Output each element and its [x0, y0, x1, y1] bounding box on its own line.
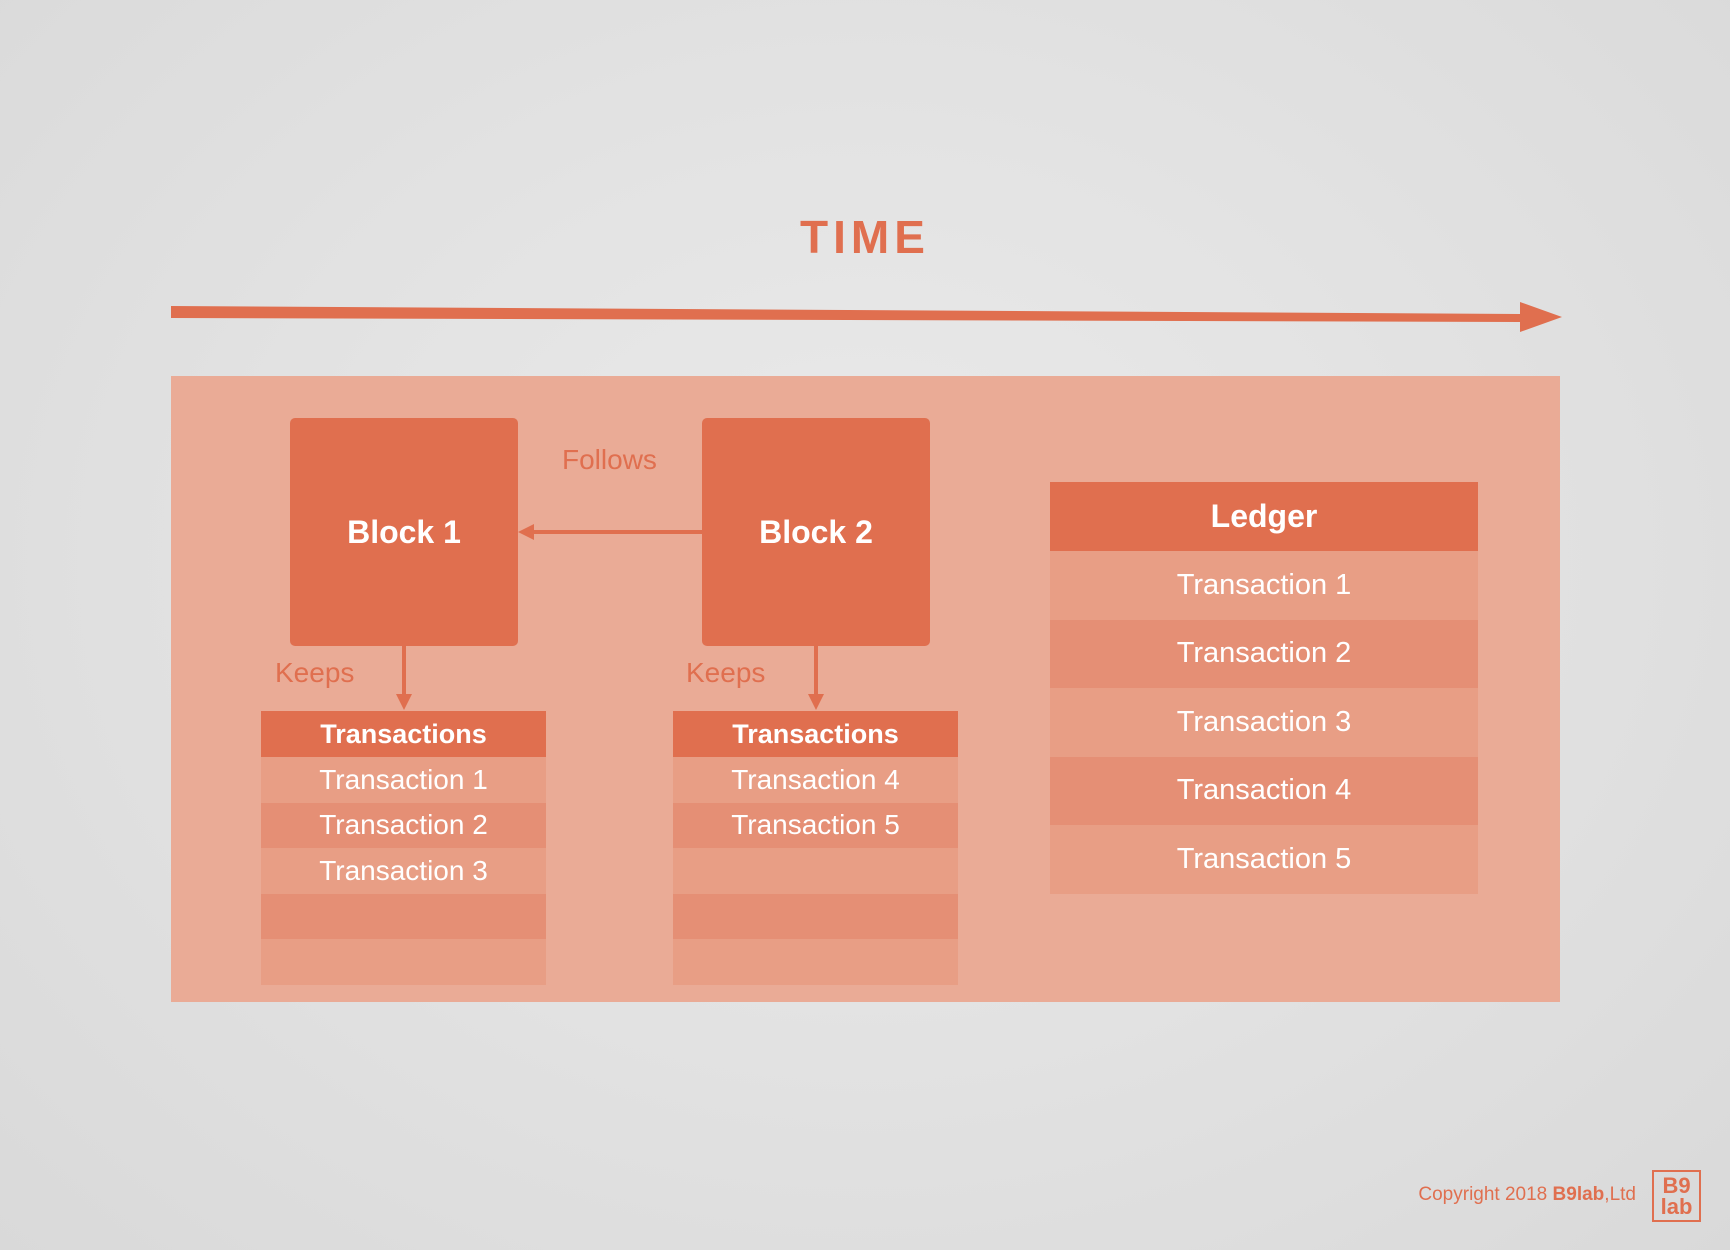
logo-line-1: B9 — [1662, 1173, 1691, 1198]
transaction-row-empty — [261, 939, 546, 985]
transaction-row-empty — [261, 893, 546, 939]
transaction-row: Transaction 1 — [261, 757, 546, 803]
transactions-header: Transactions — [261, 711, 546, 757]
logo-line-2: lab — [1660, 1194, 1693, 1219]
transactions-header: Transactions — [673, 711, 958, 757]
ledger-row: Transaction 4 — [1050, 756, 1478, 825]
transaction-row: Transaction 4 — [673, 757, 958, 803]
block-2-label: Block 2 — [759, 513, 873, 550]
ledger-row: Transaction 3 — [1050, 688, 1478, 757]
block-1-label: Block 1 — [347, 513, 461, 550]
block-1: Block 1 — [290, 418, 518, 646]
company-name: B9lab — [1552, 1184, 1605, 1205]
transaction-row-empty — [673, 848, 958, 894]
keeps-label-2: Keeps — [686, 657, 766, 688]
ledger-rows: Transaction 1 Transaction 2 Transaction … — [1050, 551, 1478, 894]
block-2-transactions-table: Transactions Transaction 4 Transaction 5 — [673, 711, 958, 985]
time-arrow-shape — [171, 302, 1562, 332]
block-2: Block 2 — [702, 418, 930, 646]
block-1-transactions-table: Transactions Transaction 1 Transaction 2… — [261, 711, 546, 985]
company-suffix: ,Ltd — [1604, 1184, 1636, 1205]
time-title: TIME — [800, 211, 930, 263]
transaction-row: Transaction 2 — [261, 802, 546, 848]
transaction-row: Transaction 5 — [673, 802, 958, 848]
ledger-header: Ledger — [1050, 482, 1478, 551]
keeps-arrow-2 — [808, 646, 824, 710]
transactions-rows: Transaction 1 Transaction 2 Transaction … — [261, 757, 546, 985]
ledger-row: Transaction 1 — [1050, 551, 1478, 620]
transactions-rows: Transaction 4 Transaction 5 — [673, 757, 958, 985]
copyright-text: Copyright 2018 B9lab,Ltd — [1418, 1184, 1636, 1206]
follows-label: Follows — [562, 444, 657, 475]
transaction-row: Transaction 3 — [261, 848, 546, 894]
follows-arrow — [518, 524, 702, 540]
copyright-prefix: Copyright 2018 — [1418, 1184, 1553, 1205]
ledger-row: Transaction 5 — [1050, 825, 1478, 894]
keeps-arrow-1 — [396, 646, 412, 710]
ledger-table: Ledger Transaction 1 Transaction 2 Trans… — [1050, 482, 1478, 894]
keeps-label-1: Keeps — [275, 657, 355, 688]
transaction-row-empty — [673, 893, 958, 939]
transaction-row-empty — [673, 939, 958, 985]
b9lab-logo: B9 lab — [1652, 1170, 1701, 1222]
ledger-row: Transaction 2 — [1050, 619, 1478, 688]
